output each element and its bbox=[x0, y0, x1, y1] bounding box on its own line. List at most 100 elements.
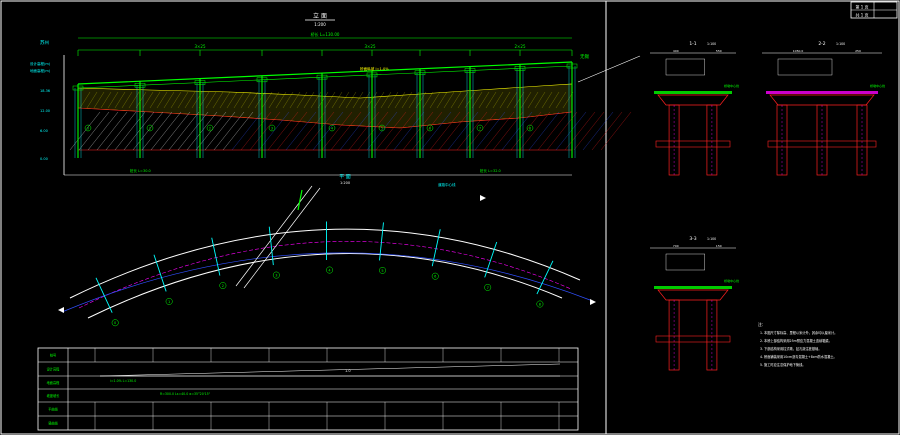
soil-hatch-fill bbox=[219, 91, 231, 109]
soil-hatch-fill bbox=[184, 91, 196, 109]
table-curve-text: R=300.0 Ls=40.0 α=35°20'15" bbox=[160, 392, 211, 396]
plan-pier-number-circle bbox=[111, 319, 119, 327]
pier-number-circle bbox=[84, 124, 92, 132]
elevation-title: 立 面 bbox=[313, 12, 327, 20]
plan-pier-number: 8 bbox=[539, 303, 541, 307]
section-girder bbox=[769, 94, 875, 106]
soil-hatch-fill bbox=[450, 91, 462, 109]
section-column bbox=[706, 104, 718, 176]
plan-edge-outer bbox=[69, 228, 581, 299]
plan-title: 平 面 bbox=[339, 174, 351, 180]
soil-hatch-fill bbox=[387, 91, 399, 109]
left-axis-label-1: 设计高程(m) bbox=[30, 61, 51, 66]
section-scale: 1:100 bbox=[836, 42, 845, 46]
soil-hatch-fill bbox=[513, 91, 525, 109]
soil-hatch-line bbox=[420, 111, 452, 151]
soil-hatch-fill bbox=[275, 91, 287, 109]
soil-hatch-line bbox=[231, 111, 263, 151]
plan-pier-number-circle bbox=[272, 271, 280, 279]
soil-hatch-fill bbox=[562, 91, 574, 109]
plan-pier-line bbox=[268, 226, 274, 266]
section-dim-2: 150 bbox=[716, 244, 722, 248]
soil-hatch-line bbox=[285, 111, 317, 151]
soil-hatch-fill bbox=[415, 91, 427, 109]
soil-hatch-line bbox=[510, 111, 542, 151]
table-row-label: 设计高程 bbox=[47, 367, 61, 372]
table-slope-text: i=1.0% L=130.0 bbox=[110, 379, 136, 383]
plan-scale: 1:200 bbox=[340, 181, 350, 185]
soil-hatch-line bbox=[555, 111, 587, 151]
soil-hatch-fill bbox=[121, 91, 133, 109]
soil-hatch-fill bbox=[261, 91, 273, 109]
soil-hatch-fill bbox=[338, 91, 350, 109]
soil-hatch-fill bbox=[317, 91, 329, 109]
soil-hatch-line bbox=[456, 111, 488, 151]
soil-hatch-line bbox=[402, 111, 434, 151]
soil-hatch-fill bbox=[205, 91, 217, 109]
pier-cap bbox=[414, 70, 426, 76]
soil-hatch-fill bbox=[233, 91, 245, 109]
soil-hatch-fill bbox=[478, 91, 490, 109]
soil-hatch-fill bbox=[331, 91, 343, 109]
pier-number-circle bbox=[206, 124, 214, 132]
crossing-road-a bbox=[235, 185, 313, 287]
title-block-row1: 第 1 页 bbox=[855, 4, 868, 10]
soil-hatch-line bbox=[384, 111, 416, 151]
soil-hatch-fill bbox=[520, 91, 532, 109]
soil-hatch-fill bbox=[149, 91, 161, 109]
plan-pier-number-circle bbox=[326, 266, 334, 274]
table-row-label: 竖曲线 bbox=[48, 421, 58, 426]
soil-hatch-line bbox=[591, 111, 623, 151]
section-deck bbox=[654, 286, 732, 289]
pier-number: 7 bbox=[479, 127, 481, 131]
pier-number-circle bbox=[378, 124, 386, 132]
plan-pier-number: 6 bbox=[434, 275, 436, 279]
plan-pier-number-circle bbox=[379, 266, 386, 274]
right-side-label: 无锡 bbox=[580, 53, 589, 60]
soil-hatch-fill bbox=[436, 91, 448, 109]
section-column bbox=[668, 299, 680, 371]
section-pier-label: 桥墩中心线 bbox=[870, 83, 885, 88]
soil-hatch-line bbox=[339, 111, 371, 151]
section-tie-beam bbox=[767, 140, 877, 148]
pier-cap bbox=[566, 63, 578, 69]
plan-pier-number-circle bbox=[219, 282, 227, 290]
deck-slope-label: 桥面纵坡 i=1.0% bbox=[360, 66, 389, 71]
plan-pier-line bbox=[211, 237, 221, 276]
elevation-scale: 1:200 bbox=[314, 22, 326, 27]
soil-hatch-line bbox=[348, 111, 380, 151]
soil-hatch-fill bbox=[93, 91, 105, 109]
plan-pier-number-circle bbox=[484, 283, 492, 291]
pier-cap bbox=[514, 66, 526, 71]
soil-hatch-fill bbox=[163, 91, 175, 109]
soil-hatch-line bbox=[240, 111, 272, 151]
note-line-4: 4. 桥面铺装采用10cm沥青混凝土+8cm防水混凝土。 bbox=[760, 354, 837, 359]
elev-mark-1: 18.36 bbox=[40, 89, 50, 93]
plan-pier-line bbox=[95, 277, 113, 313]
soil-hatch-fill bbox=[352, 91, 364, 109]
crossing-road-b bbox=[243, 187, 321, 289]
soil-hatch-line bbox=[330, 111, 362, 151]
table-row-label: 地面高程 bbox=[47, 380, 61, 385]
section-label-box bbox=[665, 253, 705, 271]
soil-hatch-fill bbox=[226, 91, 238, 109]
table-middle-value: 1.0 bbox=[345, 369, 351, 373]
soil-hatch-line bbox=[375, 111, 407, 151]
pier-number-circle bbox=[268, 124, 276, 132]
soil-hatch-line bbox=[276, 111, 308, 151]
plan-pier-number: 3 bbox=[275, 274, 277, 278]
section-dim-1: 400 bbox=[673, 49, 679, 53]
soil-hatch-line bbox=[519, 111, 551, 151]
soil-hatch-line bbox=[141, 111, 173, 151]
soil-hatch-fill bbox=[443, 91, 455, 109]
soil-hatch-fill bbox=[289, 91, 301, 109]
plan-pier-number-circle bbox=[431, 272, 439, 280]
soil-hatch-line bbox=[573, 111, 605, 151]
soil-hatch-fill bbox=[394, 91, 406, 109]
deck-line bbox=[77, 61, 573, 85]
pier-cap bbox=[134, 82, 146, 88]
soil-hatch-fill bbox=[457, 91, 469, 109]
soil-hatch-line bbox=[96, 111, 128, 151]
